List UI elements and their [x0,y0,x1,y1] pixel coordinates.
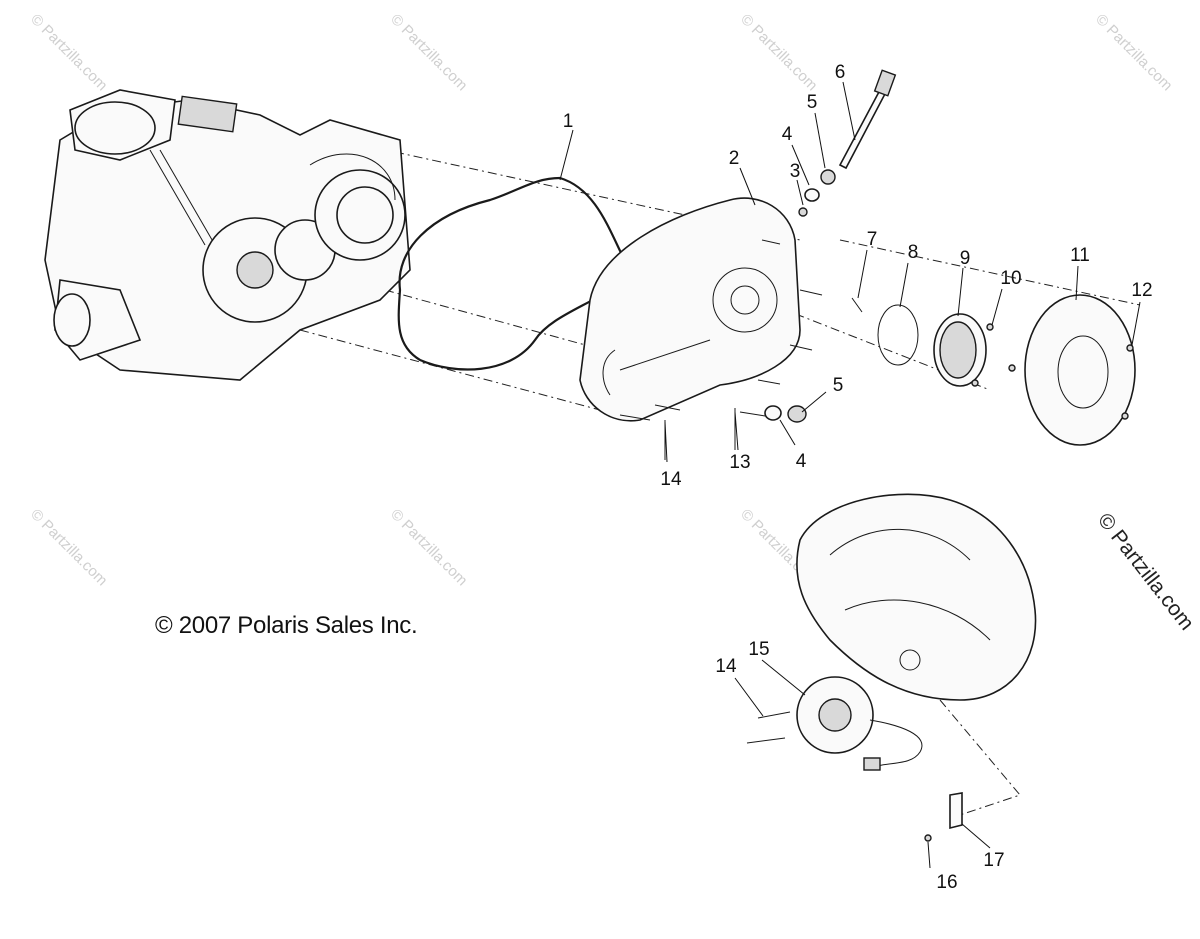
copyright-notice: © 2007 Polaris Sales Inc. [155,612,418,639]
callout-14: 14 [660,469,682,490]
callout-4: 4 [796,451,807,472]
primary-cover-part [579,197,801,422]
callout-leaders [559,81,1141,869]
callout-2: 2 [729,148,740,169]
callout-5: 5 [833,375,844,396]
callout-14: 14 [715,656,737,677]
engine-assembly [44,89,411,381]
side-watermark: © Partzilla.com [1093,509,1198,635]
shield-plate-part [1024,294,1136,446]
watermark: © Partzilla.com [387,506,470,589]
callout-5: 5 [807,92,818,113]
callout-13: 13 [729,452,750,473]
callout-10: 10 [1000,268,1021,289]
callout-6: 6 [835,62,846,83]
callout-labels: 1 2 3 4 4 5 5 6 7 8 9 10 11 12 13 14 14 … [563,62,1153,893]
callout-12: 12 [1131,280,1152,301]
bracket-part [924,792,963,842]
watermark: © Partzilla.com [27,506,110,589]
stator-part [746,676,923,771]
watermark: © Partzilla.com [387,11,470,94]
callout-15: 15 [748,639,769,660]
callout-1: 1 [563,111,574,132]
watermark: © Partzilla.com [27,11,110,94]
callout-3: 3 [790,161,801,182]
dipstick-and-plugs [764,69,897,423]
callout-8: 8 [908,242,919,263]
inspection-cover-parts [851,297,1016,387]
clutch-cover-part [796,493,1037,701]
watermark: © Partzilla.com [737,11,820,94]
callout-17: 17 [983,850,1004,871]
watermark: © Partzilla.com [1092,11,1175,94]
callout-4: 4 [782,124,793,145]
callout-16: 16 [936,872,957,893]
callout-9: 9 [960,248,971,269]
callout-7: 7 [867,229,878,250]
callout-11: 11 [1070,245,1090,266]
